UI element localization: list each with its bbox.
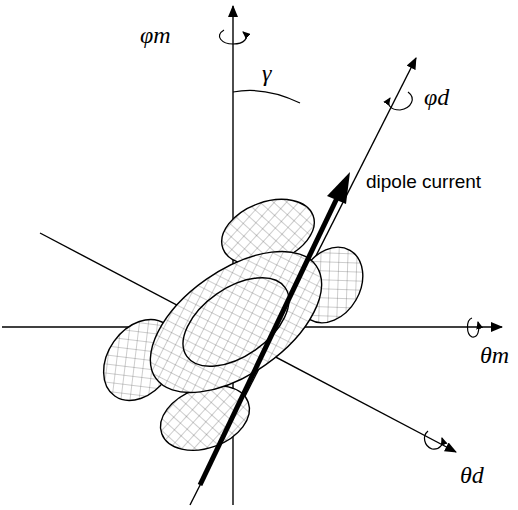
- angle-label: γ: [262, 60, 271, 86]
- rotation-symbol: [425, 431, 443, 449]
- dipole-arrowhead: [327, 172, 350, 204]
- rotation-symbol: [388, 92, 412, 110]
- gamma-arc: [233, 90, 300, 103]
- dipole-label: dipole current: [366, 172, 481, 193]
- rotation-symbol: [219, 30, 246, 44]
- rotation-symbol: [468, 318, 479, 337]
- axis-label: φd: [424, 84, 449, 110]
- axis-label: θm: [480, 342, 509, 368]
- axis-label: φm: [140, 22, 171, 48]
- axis-label: θd: [460, 462, 484, 488]
- dipole-current-arrow: [200, 196, 338, 485]
